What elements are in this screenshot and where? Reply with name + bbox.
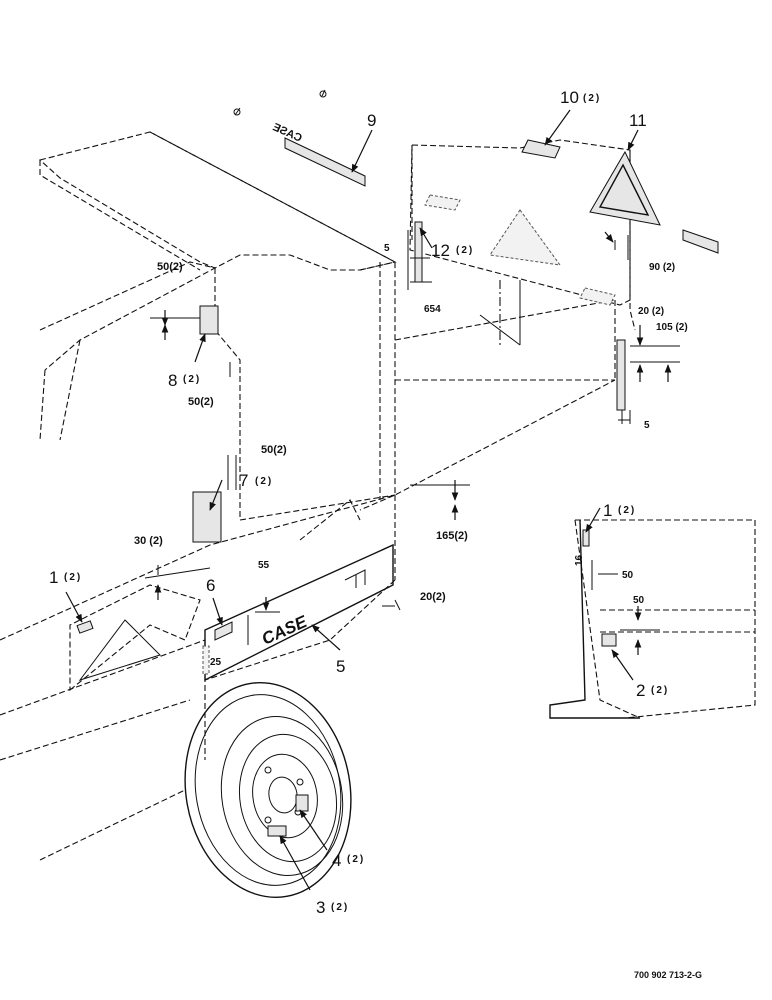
decal-5-case-strip: CASE bbox=[204, 543, 394, 682]
callout-1-qty: (2) bbox=[64, 572, 82, 583]
callout-2: 2 bbox=[636, 681, 645, 700]
dim-55: 55 bbox=[258, 560, 270, 571]
callout-8: 8 bbox=[168, 371, 177, 390]
decal-bracket-90 bbox=[682, 229, 719, 254]
callout-10-qty: (2) bbox=[583, 93, 601, 104]
dimension-lines bbox=[144, 230, 680, 675]
dim-90: 90 (2) bbox=[649, 262, 675, 273]
dim-165: 165(2) bbox=[436, 530, 468, 542]
decal-10 bbox=[424, 139, 616, 306]
callout-10: 10 bbox=[560, 88, 579, 107]
dim-16-detail: 16 bbox=[574, 554, 585, 566]
dim-20-side: 20(2) bbox=[420, 591, 446, 603]
dim-50-detail-b: 50 bbox=[633, 595, 645, 606]
decal-12-strip bbox=[414, 221, 423, 283]
detail-decal-1 bbox=[582, 529, 590, 547]
dim-5-right: 5 bbox=[644, 420, 650, 431]
decal-8 bbox=[199, 305, 219, 335]
callout-labels: 9 10 (2) 11 12 (2) 8 (2) 7 (2) 1 (2) 6 5… bbox=[49, 88, 669, 917]
dim-105: 105 (2) bbox=[656, 322, 688, 333]
dim-654: 654 bbox=[424, 304, 441, 315]
callout-4: 4 bbox=[332, 851, 341, 870]
callout-8-qty: (2) bbox=[183, 374, 201, 385]
decal-6 bbox=[214, 621, 233, 641]
svg-text:CASE: CASE bbox=[259, 612, 310, 649]
callout-5: 5 bbox=[336, 657, 345, 676]
reference-code: 700 902 713-2-G bbox=[634, 970, 702, 980]
dim-50-c: 50(2) bbox=[261, 444, 287, 456]
decal-12-strip-lower bbox=[616, 339, 626, 411]
dim-30: 30 (2) bbox=[134, 535, 163, 547]
detail-view bbox=[549, 519, 756, 719]
callout-11: 11 bbox=[629, 111, 647, 130]
dim-5-top: 5 bbox=[384, 243, 390, 254]
callout-12-qty: (2) bbox=[456, 245, 474, 256]
callout-6: 6 bbox=[206, 576, 215, 595]
detail-decal-2 bbox=[601, 633, 617, 647]
callout-1: 1 bbox=[49, 568, 58, 587]
callout-4-qty: (2) bbox=[347, 854, 365, 865]
decal-1 bbox=[76, 620, 94, 634]
dim-50-b: 50(2) bbox=[188, 396, 214, 408]
callout-3: 3 bbox=[316, 898, 325, 917]
dim-20: 20 (2) bbox=[638, 306, 664, 317]
callout-1-detail-qty: (2) bbox=[618, 505, 636, 516]
leader-arrows bbox=[65, 109, 639, 891]
decal-11-smv-triangle bbox=[489, 150, 661, 266]
callout-1-detail: 1 bbox=[603, 501, 612, 520]
callout-9: 9 bbox=[367, 111, 376, 130]
decal-7 bbox=[192, 491, 222, 543]
callout-3-qty: (2) bbox=[331, 902, 349, 913]
wheel bbox=[184, 681, 352, 899]
decal-3 bbox=[267, 825, 287, 837]
callout-12: 12 bbox=[431, 241, 450, 260]
callout-7-qty: (2) bbox=[255, 476, 273, 487]
dimension-labels: 5 654 90 (2) 20 (2) 105 (2) 5 50(2) 50(2… bbox=[134, 243, 688, 668]
callout-2-qty: (2) bbox=[651, 685, 669, 696]
dim-50-a: 50(2) bbox=[157, 261, 183, 273]
dim-50-detail-a: 50 bbox=[622, 570, 634, 581]
callout-7: 7 bbox=[239, 471, 248, 490]
decal-4 bbox=[295, 794, 309, 812]
decal-9-case-top: CASE bbox=[233, 89, 366, 187]
dim-25: 25 bbox=[210, 657, 222, 668]
